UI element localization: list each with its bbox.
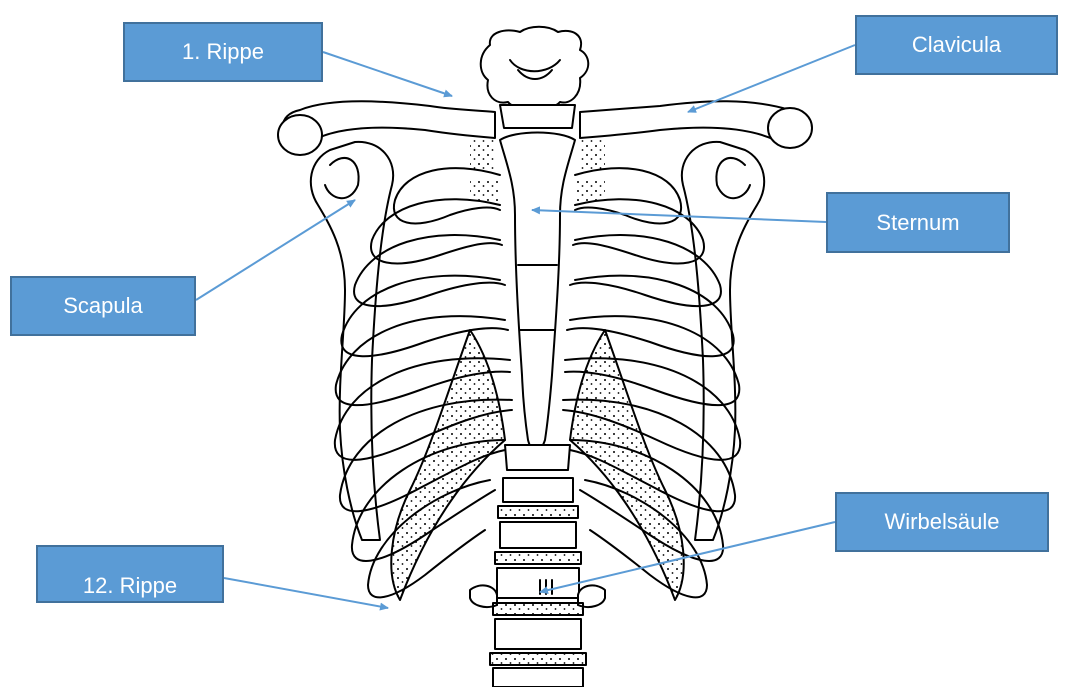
costal-cartilage-left bbox=[391, 330, 505, 600]
scapula-right bbox=[682, 142, 764, 540]
sternum bbox=[500, 133, 575, 452]
arrow-wirbelsaeule bbox=[540, 522, 835, 592]
arrow-rib1 bbox=[323, 52, 452, 96]
ribcage-drawing bbox=[278, 27, 812, 687]
costal-cartilage-right bbox=[570, 330, 684, 600]
cervical-vertebra bbox=[481, 27, 589, 110]
label-rib-12: 12. Rippe bbox=[36, 545, 224, 603]
label-clavicula: Clavicula bbox=[855, 15, 1058, 75]
label-sternum: Sternum bbox=[826, 192, 1010, 253]
label-wirbelsaeule: Wirbelsäule bbox=[835, 492, 1049, 552]
arrow-scapula bbox=[196, 200, 355, 300]
label-scapula: Scapula bbox=[10, 276, 196, 336]
vertebral-column bbox=[470, 445, 605, 687]
arrow-clavicula bbox=[688, 45, 855, 112]
arrow-rib12 bbox=[224, 578, 388, 608]
label-rib-1: 1. Rippe bbox=[123, 22, 323, 82]
